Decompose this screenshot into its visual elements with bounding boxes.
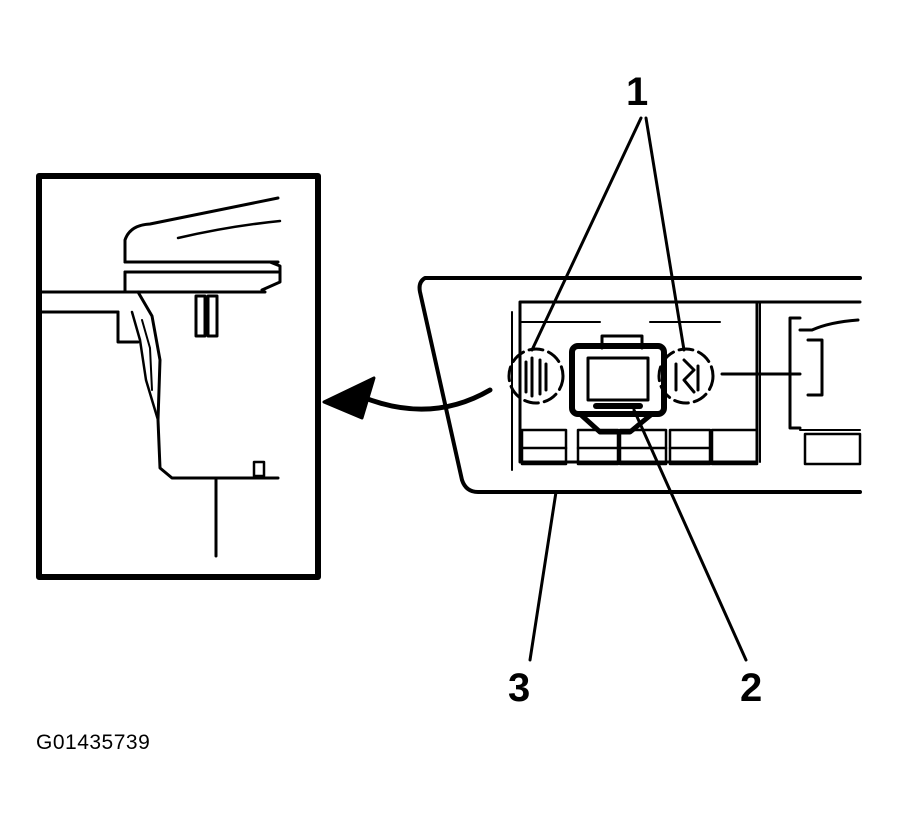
connector-body [569, 343, 667, 417]
inset-detail-view [36, 173, 321, 580]
leader-1-right [644, 116, 686, 352]
panel-outline [417, 276, 862, 494]
leader-1-left [530, 116, 643, 352]
main-panel-view [417, 116, 862, 662]
figure-id: G01435739 [36, 731, 151, 754]
callout-3: 3 [508, 666, 531, 710]
callout-2: 2 [740, 666, 763, 710]
curved-arrow [322, 376, 493, 420]
connector-cover [123, 196, 280, 264]
connector-top-tab [600, 334, 644, 350]
leader-2 [632, 408, 748, 662]
callout-1: 1 [626, 70, 649, 114]
latch-left-circle [507, 347, 565, 405]
leader-3 [528, 490, 558, 662]
inset-frame [36, 173, 321, 580]
latch-right-circle [657, 347, 715, 405]
